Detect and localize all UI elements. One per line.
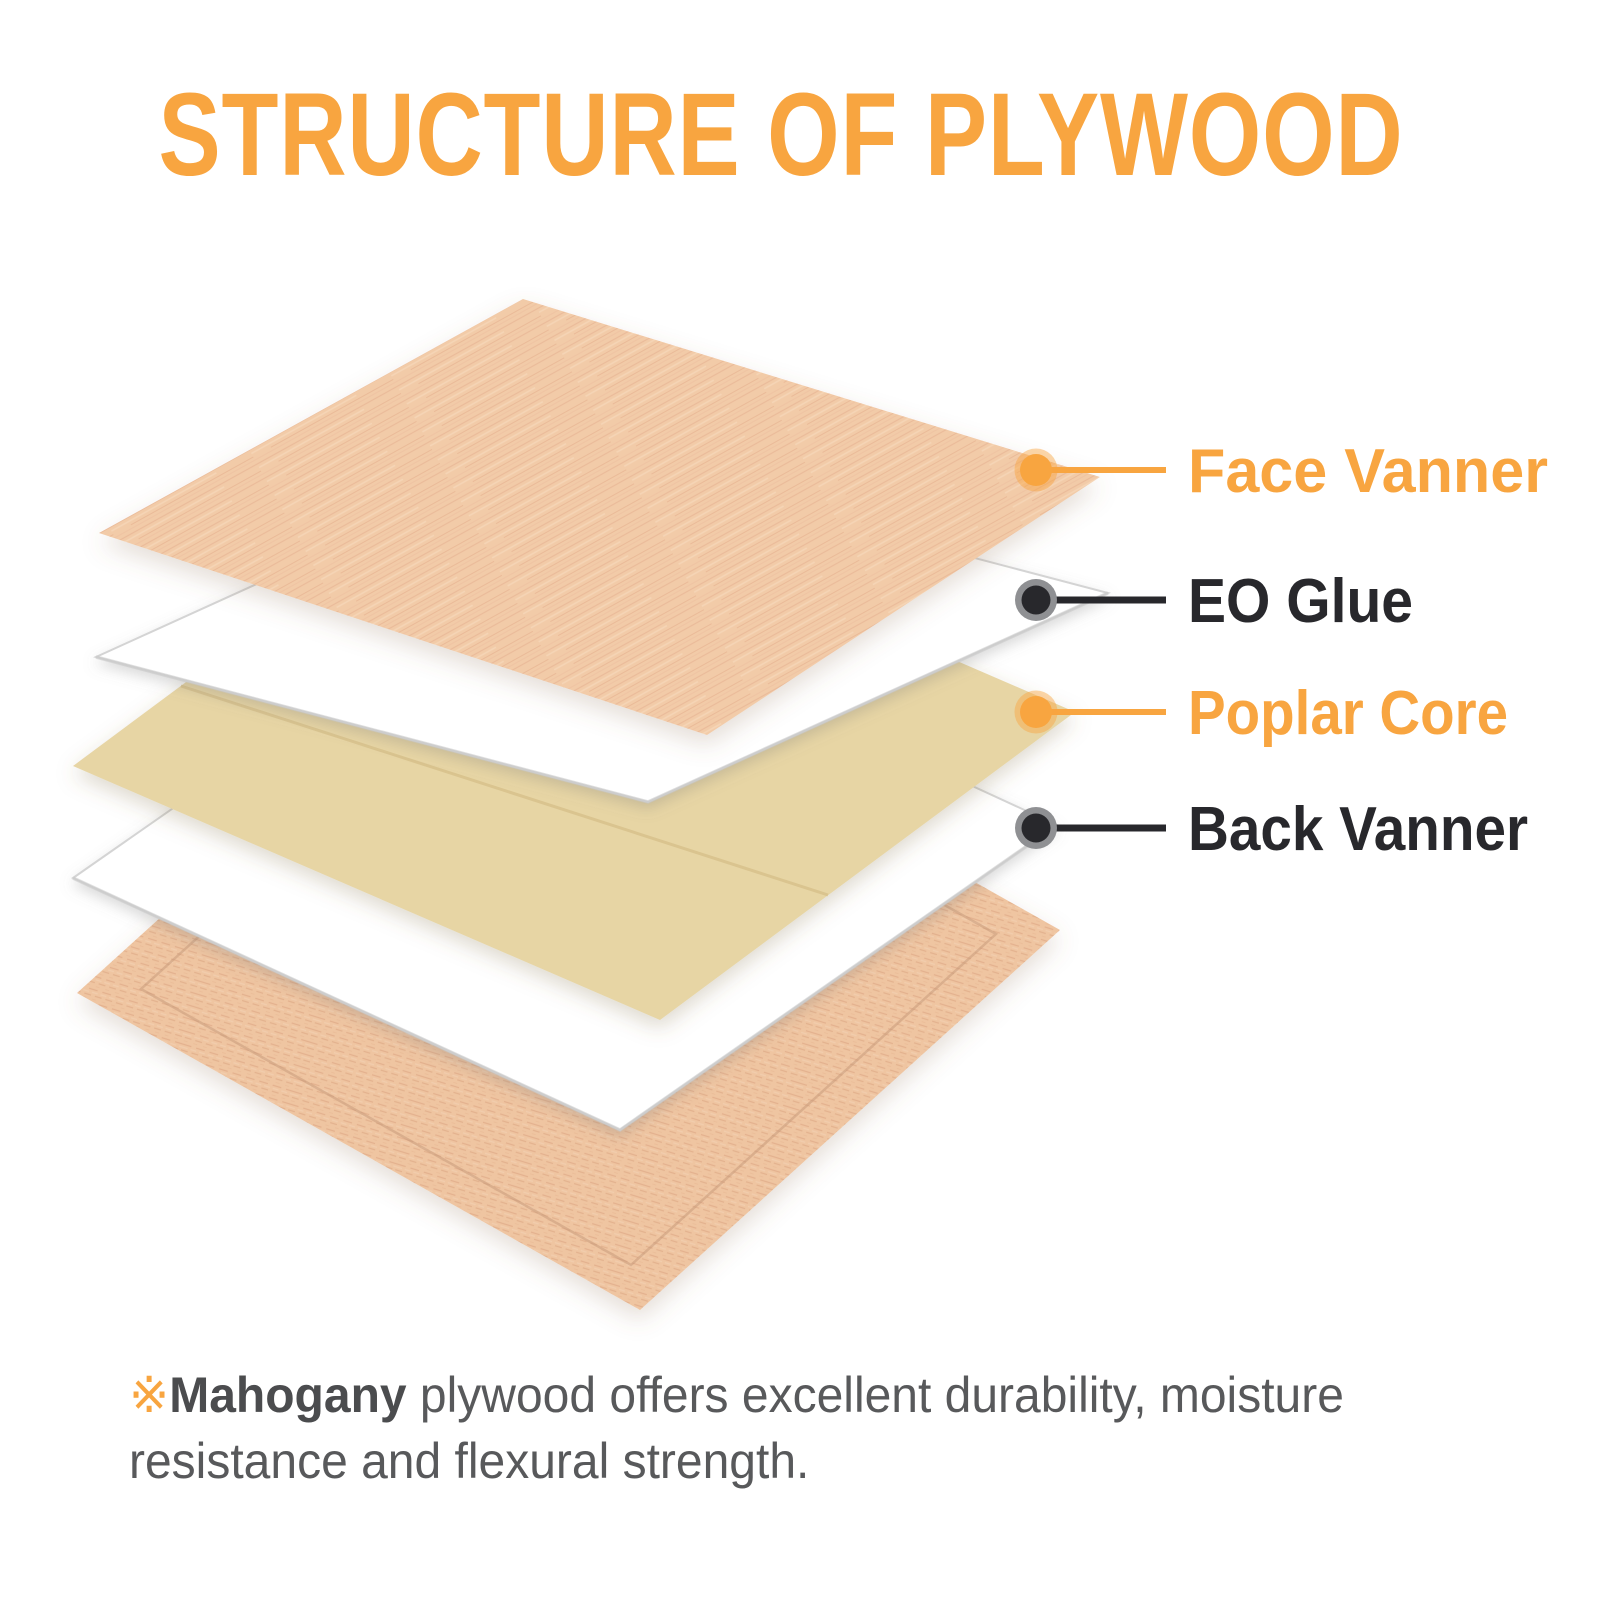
page-title: STRUCTURE OF PLYWOOD: [158, 69, 1404, 201]
callout-dot: [1020, 696, 1052, 728]
glue-top-edge-shadow: [95, 591, 1109, 804]
poplar-core-seam-line: [180, 684, 829, 897]
footnote-text: plywood offers excellent durability, moi…: [406, 1367, 1344, 1423]
callout-dot: [1021, 585, 1051, 615]
footnote: ※Mahogany plywood offers excellent durab…: [129, 1362, 1473, 1494]
callout-face-vanner: Face Vanner: [1014, 437, 1548, 506]
label-back-vanner: Back Vanner: [1188, 795, 1528, 864]
face-veneer-sheet: [99, 299, 1100, 735]
callout-dot: [1021, 813, 1051, 843]
glue-bottom-edge-shadow: [72, 823, 1059, 1133]
layer-face-veneer: [99, 299, 1100, 735]
label-face-vanner: Face Vanner: [1188, 437, 1548, 506]
label-eo-glue: EO Glue: [1188, 567, 1413, 636]
footnote-brand: Mahogany: [169, 1367, 407, 1423]
label-poplar-core: Poplar Core: [1188, 679, 1508, 748]
footnote-line-1: ※Mahogany plywood offers excellent durab…: [129, 1362, 1473, 1428]
callout-poplar-core: Poplar Core: [1014, 679, 1508, 748]
callout-back-vanner: Back Vanner: [1015, 795, 1528, 864]
callout-eo-glue: EO Glue: [1015, 567, 1413, 636]
callout-dot: [1020, 454, 1052, 486]
reference-mark: ※: [129, 1366, 170, 1424]
footnote-line-2: resistance and flexural strength.: [129, 1433, 810, 1489]
